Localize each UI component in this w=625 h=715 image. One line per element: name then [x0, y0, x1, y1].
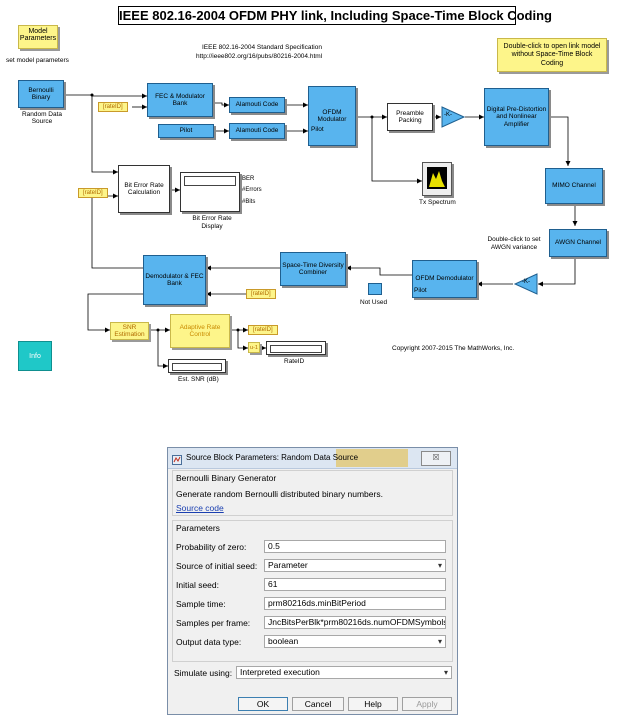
model-parameters-caption: set model parameters — [6, 57, 69, 64]
block-parameters-dialog: Source Block Parameters: Random Data Sou… — [167, 447, 458, 715]
initial-seed-input[interactable]: 61 — [264, 578, 446, 591]
adaptive-rate-control-block[interactable]: Adaptive Rate Control — [170, 314, 230, 348]
model-parameters-block[interactable]: Model Parameters — [18, 25, 58, 49]
description-group — [172, 470, 453, 516]
simulate-using-select[interactable]: Interpreted execution — [236, 666, 452, 679]
sample-time-label: Sample time: — [176, 599, 226, 609]
probability-zero-label: Probability of zero: — [176, 542, 247, 552]
bernoulli-binary-block[interactable]: Bernoulli Binary — [18, 80, 64, 108]
snr-estimation-block[interactable]: SNR Estimation — [110, 322, 149, 340]
sample-time-input[interactable]: prm80216ds.minBitPeriod — [264, 597, 446, 610]
alamouti-code-block-1[interactable]: Alamouti Code — [229, 97, 285, 113]
ofdm-mod-pilot-port: Pilot — [311, 126, 324, 133]
spec-line-1: IEEE 802.16-2004 Standard Specification — [202, 44, 322, 51]
bits-port-label: #Bits — [242, 199, 256, 205]
errors-port-label: #Errors — [242, 187, 262, 193]
ofdm-demod-pilot-port: Pilot — [414, 287, 427, 294]
tx-spectrum-caption: Tx Spectrum — [419, 199, 456, 206]
bernoulli-caption: Random Data Source — [21, 111, 63, 126]
alamouti-code-block-2[interactable]: Alamouti Code — [229, 123, 285, 139]
cancel-button[interactable]: Cancel — [292, 697, 344, 711]
awgn-channel-block[interactable]: AWGN Channel — [549, 229, 607, 257]
rate-id-caption: RateID — [284, 358, 305, 365]
space-time-combiner-block[interactable]: Space-Time Diversity Combiner — [280, 252, 346, 286]
close-icon: ☒ — [432, 453, 440, 462]
ofdm-modulator-block[interactable]: OFDM Modulator — [308, 86, 356, 146]
seed-source-select[interactable]: Parameter — [264, 559, 446, 572]
dialog-title: Source Block Parameters: Random Data Sou… — [186, 453, 359, 462]
ok-button[interactable]: OK — [238, 697, 288, 711]
ber-display-caption: Bit Error Rate Display — [192, 215, 232, 230]
tx-spectrum-block[interactable] — [422, 162, 452, 196]
spectrum-scope-icon — [427, 167, 447, 189]
samples-per-frame-input[interactable]: JncBitsPerBlk*prm80216ds.numOFDMSymbols — [264, 616, 446, 629]
close-button[interactable]: ☒ — [421, 451, 451, 466]
simulate-using-label: Simulate using: — [174, 668, 233, 678]
block-type-label: Bernoulli Binary Generator — [176, 473, 277, 483]
rate-id-tag-1[interactable]: [rateID] — [98, 102, 128, 112]
ofdm-demodulator-block[interactable]: OFDM Demodulator — [412, 260, 477, 298]
rate-id-tag-2[interactable]: [rateID] — [246, 289, 276, 299]
spec-link[interactable]: http://ieee802.org/16/pubs/80216-2004.ht… — [196, 53, 323, 60]
rx-gain-block[interactable]: -K- — [513, 273, 538, 295]
samples-per-frame-label: Samples per frame: — [176, 618, 251, 628]
probability-zero-input[interactable]: 0.5 — [264, 540, 446, 553]
awgn-caption: Double-click to set AWGN variance — [487, 236, 541, 251]
copyright-text: Copyright 2007-2015 The MathWorks, Inc. — [392, 345, 515, 352]
not-used-terminator[interactable] — [368, 283, 382, 295]
rate-id-tag-3[interactable]: [rateID] — [78, 188, 108, 198]
title-bar-overlay — [336, 449, 408, 467]
source-code-link[interactable]: Source code — [176, 503, 224, 513]
output-type-label: Output data type: — [176, 637, 242, 647]
demodulator-fec-block[interactable]: Demodulator & FEC Bank — [143, 255, 206, 305]
open-link-model-block[interactable]: Double-click to open link model without … — [497, 38, 607, 72]
est-snr-display-field — [172, 363, 222, 371]
info-block[interactable]: Info — [18, 341, 52, 371]
est-snr-caption: Est. SNR (dB) — [178, 376, 219, 383]
parameters-header: Parameters — [176, 523, 220, 533]
apply-button[interactable]: Apply — [402, 697, 452, 711]
digital-predistortion-block[interactable]: Digital Pre-Distortion and Nonlinear Amp… — [484, 88, 549, 146]
preamble-packing-block[interactable]: Preamble Packing — [387, 103, 433, 131]
ber-display-block[interactable] — [180, 172, 240, 212]
ber-display-field — [184, 176, 236, 186]
signal-lines — [64, 93, 578, 369]
parameters-group — [172, 520, 453, 662]
seed-source-label: Source of initial seed: — [176, 561, 258, 571]
output-type-select[interactable]: boolean — [264, 635, 446, 648]
unit-delay-block[interactable]: u-1 — [248, 342, 260, 353]
block-description: Generate random Bernoulli distributed bi… — [176, 489, 383, 499]
simulink-block-icon — [172, 453, 182, 465]
bit-error-rate-block[interactable]: Bit Error Rate Calculation — [118, 165, 170, 213]
model-title: IEEE 802.16-2004 OFDM PHY link, Includin… — [118, 6, 552, 25]
mimo-channel-block[interactable]: MIMO Channel — [545, 168, 603, 204]
fec-modulator-block[interactable]: FEC & Modulator Bank — [147, 83, 213, 117]
rate-id-tag-4[interactable]: [rateID] — [248, 325, 278, 335]
ber-port-label: BER — [242, 176, 255, 182]
tx-gain-block[interactable]: -K- — [441, 106, 466, 128]
rate-id-display-field — [270, 345, 322, 353]
est-snr-display[interactable] — [168, 359, 226, 373]
dialog-title-bar[interactable]: Source Block Parameters: Random Data Sou… — [168, 448, 457, 469]
rate-id-display[interactable] — [266, 341, 326, 355]
pilot-block[interactable]: Pilot — [158, 124, 214, 138]
open-link-model-label: Double-click to open link model without … — [503, 43, 601, 67]
not-used-caption: Not Used — [360, 299, 388, 306]
initial-seed-label: Initial seed: — [176, 580, 219, 590]
model-parameters-label: Model Parameters — [19, 28, 57, 42]
help-button[interactable]: Help — [348, 697, 398, 711]
